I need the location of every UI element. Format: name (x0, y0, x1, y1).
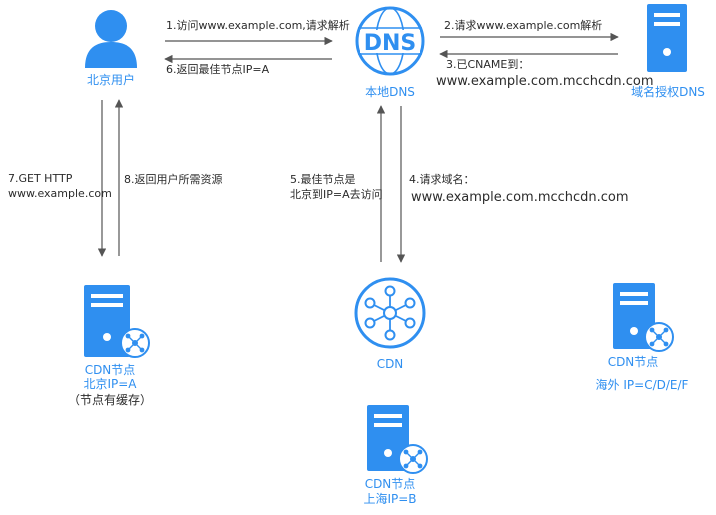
step5-label-line1: 5.最佳节点是 (290, 172, 356, 186)
cdn-beijing-line2: 北京IP=A (83, 377, 137, 391)
cdn-overseas-line2: 海外 IP=C/D/E/F (596, 377, 689, 392)
beijing-user-label: 北京用户 (87, 72, 135, 87)
step7-label-line1: 7.GET HTTP (8, 172, 73, 185)
cdn-network-icon (354, 277, 426, 349)
local-dns-label: 本地DNS (365, 85, 415, 99)
step8-label: 8.返回用户所需资源 (124, 172, 223, 186)
step4-label-line2: www.example.com.mcchcdn.com (411, 190, 629, 205)
step4-label-line1: 4.请求域名： (409, 172, 475, 186)
cdn-overseas-line1: CDN节点 (608, 355, 659, 369)
dns-globe-icon: DNS (355, 6, 425, 76)
cdn-beijing-server-icon (84, 285, 150, 358)
auth-dns-server-icon (647, 4, 687, 72)
step2-label: 2.请求www.example.com解析 (444, 18, 602, 32)
cdn-beijing-line3: （节点有缓存） (68, 393, 152, 407)
dns-icon-text: DNS (364, 31, 417, 56)
step7-label-line2: www.example.com (8, 187, 112, 200)
cdn-shanghai-server-icon (367, 405, 428, 474)
user-icon (85, 10, 137, 68)
cdn-center-label: CDN (377, 357, 404, 371)
cdn-shanghai-line1: CDN节点 (365, 477, 416, 491)
step6-label: 6.返回最佳节点IP=A (166, 62, 270, 76)
step3-label-line1: 3.已CNAME到： (446, 58, 529, 71)
step5-label-line2: 北京到IP=A去访问 (290, 187, 383, 201)
cdn-shanghai-line2: 上海IP=B (363, 491, 416, 506)
cdn-beijing-line1: CDN节点 (85, 363, 136, 377)
step3-label-line2: www.example.com.mcchcdn.com (436, 74, 654, 89)
auth-dns-label: 域名授权DNS (631, 84, 705, 99)
cdn-overseas-server-icon (613, 283, 674, 352)
step1-label: 1.访问www.example.com,请求解析 (166, 18, 350, 32)
